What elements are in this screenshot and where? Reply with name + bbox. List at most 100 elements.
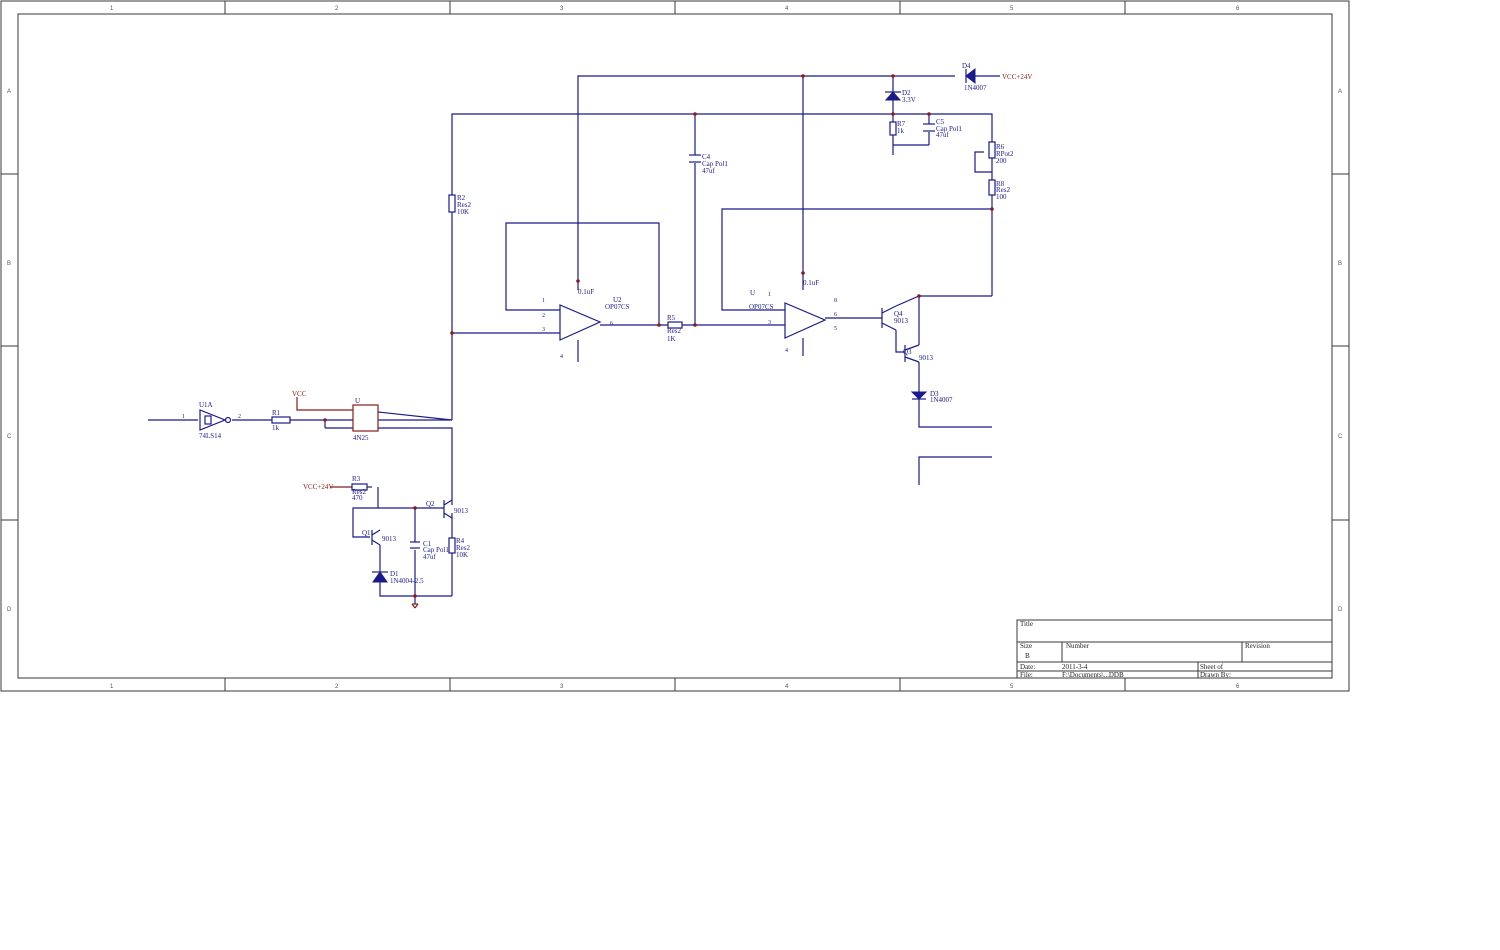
col-label-3: 3	[560, 6, 564, 12]
u3-pin1: 1	[768, 292, 771, 298]
c4-val2-label: 47uf	[702, 167, 716, 175]
c1-ref-label: C1	[423, 540, 432, 548]
u3-opamp: U OP07CS 1 3 4 8 6 5 0.1uF	[749, 279, 837, 356]
r1-ref-label: R1	[272, 409, 281, 417]
col-label-5: 5	[1010, 6, 1014, 12]
r5-val2-label: 1K	[667, 335, 676, 343]
r2-resistor: R2 Res2 10K	[448, 194, 472, 216]
d4-part-label: 1N4007	[964, 84, 987, 92]
c4-capacitor: C4 Cap Pol1 47uf	[689, 153, 728, 175]
col-label-1-bottom: 1	[110, 684, 114, 690]
number-label: Number	[1066, 642, 1090, 650]
r5-ref-label: R5	[667, 314, 676, 322]
col-label-2: 2	[335, 6, 339, 12]
r3-val-label: Res2	[352, 488, 367, 496]
d1-part-label: 1N4004-2.5	[390, 577, 424, 585]
row-label-d-right: D	[1338, 607, 1343, 613]
row-label-d: D	[7, 607, 12, 613]
row-label-a: A	[7, 89, 11, 95]
row-label-c: C	[7, 434, 12, 440]
r3-ref-label: R3	[352, 475, 361, 483]
c3-val-label: 0.1uF	[803, 279, 819, 287]
d3-part-label: 1N4007	[930, 396, 953, 404]
r6-potentiometer: R6 RPot2 200	[988, 141, 1014, 165]
q3-ref-label: Q3	[903, 348, 912, 356]
d3-ref-label: D3	[930, 390, 939, 398]
file-label: File:	[1020, 671, 1033, 679]
r2-val2-label: 10K	[457, 208, 469, 216]
q4-transistor: Q4 9013	[881, 305, 909, 331]
r8-val-label: Res2	[996, 186, 1011, 194]
c1-val2-label: 47uf	[423, 553, 437, 561]
r7-resistor: R7 1k	[889, 120, 906, 136]
title-block: Title Size B Number Revision Date: 2011-…	[1016, 619, 1333, 679]
size-value: B	[1025, 652, 1030, 660]
r1-val-label: 1k	[272, 424, 280, 432]
u2-pin6: 6	[610, 321, 613, 327]
q2-transistor: Q2 9013	[426, 499, 469, 519]
q4-part-label: 9013	[894, 317, 909, 325]
d1-ref-label: D1	[390, 570, 399, 578]
vcc24-left-label: VCC+24V	[303, 483, 333, 491]
drawn-by-label: Drawn By:	[1200, 671, 1231, 679]
d4-diode: D4 1N4007	[962, 62, 987, 92]
r4-val2-label: 10K	[456, 551, 468, 559]
revision-label: Revision	[1245, 642, 1270, 650]
col-label-6: 6	[1236, 6, 1240, 12]
r2-ref-label: R2	[457, 194, 466, 202]
u2-pin1: 1	[542, 298, 545, 304]
title-label: Title	[1020, 620, 1033, 628]
vcc24-right-label: VCC+24V	[1002, 73, 1032, 81]
r3-resistor: R3 Res2 470	[351, 475, 368, 502]
col-label-4: 4	[785, 6, 789, 12]
u2-opamp: 1 2 3 4 6 U2 OP07CS 0.1uF	[542, 288, 630, 362]
u3-ref-label: U	[750, 289, 755, 297]
u1a-pin-in: 1	[182, 414, 185, 420]
sheet-frame	[0, 0, 1350, 692]
u3-pin8: 8	[834, 298, 837, 304]
sheet-label: Sheet of	[1200, 663, 1224, 671]
c5-capacitor: C5 Cap Pol1 47uf	[923, 118, 962, 139]
col-label-4-bottom: 4	[785, 684, 789, 690]
border-labels: 1 2 3 4 5 6 1 2 3 4 5 6 A B C D A B C D	[7, 6, 1343, 690]
q4-ref-label: Q4	[894, 310, 903, 318]
ground-symbol	[411, 603, 419, 609]
u3-pin6: 6	[834, 312, 837, 318]
r5-resistor: R5 Res2 1K	[667, 314, 683, 343]
d1-zener: D1 1N4004-2.5	[372, 570, 424, 585]
col-label-6-bottom: 6	[1236, 684, 1240, 690]
q1-part-label: 9013	[382, 535, 397, 543]
d3-diode: D3 1N4007	[910, 390, 953, 404]
optocoupler-4n25: U 4N25	[352, 397, 379, 442]
u2-pin3: 3	[542, 327, 545, 333]
col-label-3-bottom: 3	[560, 684, 564, 690]
wires	[148, 75, 1000, 604]
r8-resistor: R8 Res2 100	[988, 179, 1011, 201]
d2-zener: D2 3.3V	[884, 89, 916, 104]
u3-part-label: OP07CS	[749, 303, 774, 311]
r4-ref-label: R4	[456, 537, 465, 545]
opto-part-label: 4N25	[353, 434, 369, 442]
row-label-c-right: C	[1338, 434, 1343, 440]
u1a-inverter: U1A 74LS14 1 2	[182, 401, 241, 440]
r3-val2-label: 470	[352, 494, 363, 502]
u3-pin4: 4	[785, 348, 788, 354]
q2-part-label: 9013	[454, 507, 469, 515]
date-label: Date:	[1020, 663, 1035, 671]
u2-pin4: 4	[560, 354, 563, 360]
col-label-1: 1	[110, 6, 114, 12]
file-value: F:\Documents\...DDB	[1062, 671, 1124, 679]
c5-val-label: Cap Pol1	[936, 125, 962, 133]
c1-val-label: Cap Pol1	[423, 546, 449, 554]
c4-val-label: Cap Pol1	[702, 160, 728, 168]
r5-val-label: Res2	[667, 327, 682, 335]
q2-ref-label: Q2	[426, 500, 435, 508]
r2-val-label: Res2	[457, 201, 472, 209]
r6-val2-label: 200	[996, 157, 1007, 165]
r4-val-label: Res2	[456, 544, 471, 552]
q3-transistor: Q3 9013	[903, 344, 934, 363]
vcc-label: VCC	[292, 390, 307, 398]
d2-ref-label: D2	[902, 89, 911, 97]
r8-val2-label: 100	[996, 193, 1007, 201]
c2-val-label: 0.1uF	[578, 288, 594, 296]
